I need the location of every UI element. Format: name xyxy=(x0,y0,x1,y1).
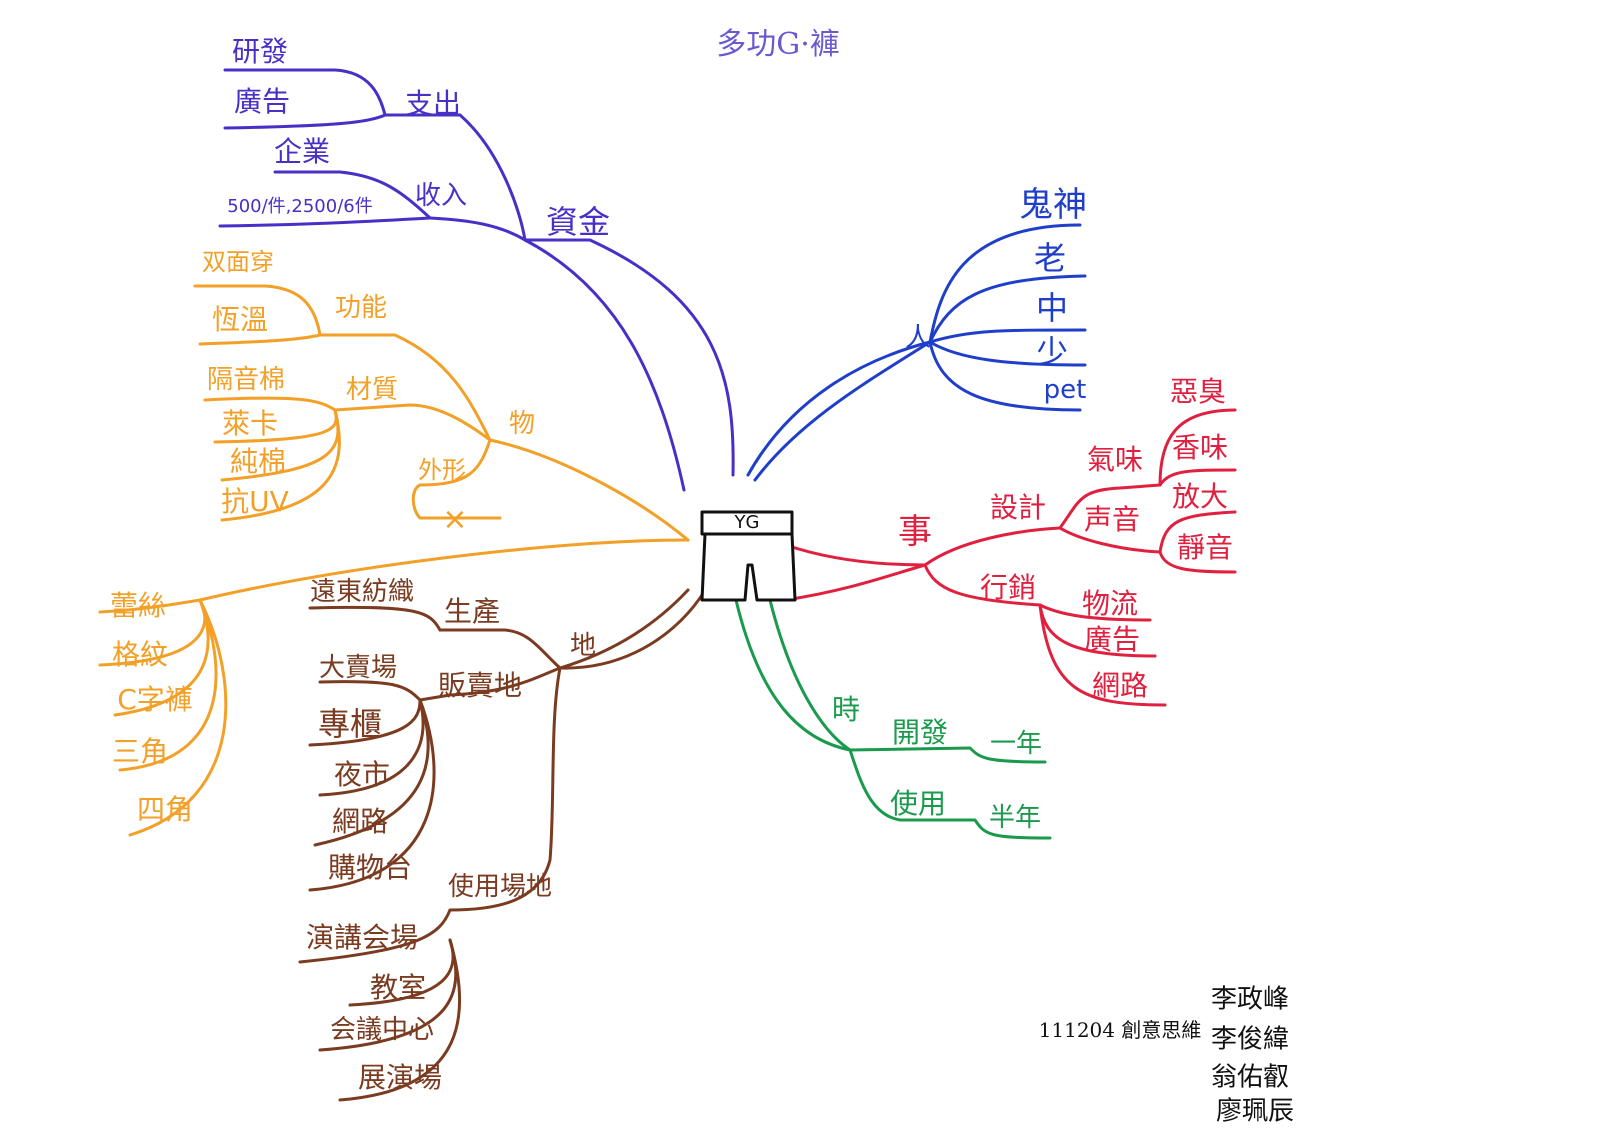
map-title: 多功G·褲 xyxy=(716,27,840,62)
material-cotton-label: 純棉 xyxy=(229,445,287,478)
material-soundproof-label: 隔音棉 xyxy=(206,365,286,395)
place-label: 地 xyxy=(569,631,597,661)
people-old-label: 老 xyxy=(1033,239,1067,277)
function-thermo-label: 恆溫 xyxy=(211,303,269,336)
usage-classroom-label: 教室 xyxy=(369,971,427,1004)
people-label: 人 xyxy=(904,323,932,353)
people-middle-label: 中 xyxy=(1035,289,1069,327)
sound-amplify-label: 放大 xyxy=(1171,480,1229,513)
shape-triangle-label: 三角 xyxy=(111,735,169,768)
shape-label: 外形 xyxy=(418,456,466,484)
sales-label: 販賣地 xyxy=(437,669,523,702)
smell-label: 氣味 xyxy=(1086,443,1144,476)
author-2: 李俊緯 xyxy=(1210,1024,1290,1055)
material-lycra-label: 萊卡 xyxy=(221,407,279,440)
author-4: 廖珮辰 xyxy=(1215,1096,1295,1127)
funds-label: 資金 xyxy=(545,203,611,241)
thing-branch-lines xyxy=(98,284,690,837)
marketing-ads-label: 廣告 xyxy=(1083,623,1141,656)
thing-label: 物 xyxy=(508,409,536,439)
function-label: 功能 xyxy=(334,293,388,323)
usage-conference-label: 会議中心 xyxy=(329,1015,435,1045)
smell-stink-label: 惡臭 xyxy=(1169,375,1227,408)
shorts-icon xyxy=(700,510,797,602)
sound-mute-label: 靜音 xyxy=(1176,531,1234,564)
production-label: 生產 xyxy=(443,595,501,628)
material-uv-label: 抗UV xyxy=(221,485,289,518)
expense-ads-label: 廣告 xyxy=(233,85,291,118)
sound-label: 声音 xyxy=(1083,503,1141,536)
smell-fragrant-label: 香味 xyxy=(1171,431,1229,464)
shape-lace-label: 蕾絲 xyxy=(109,589,167,622)
usage-duration-label: 半年 xyxy=(988,803,1042,833)
shape-cross-mark: × xyxy=(442,502,468,537)
author-1: 李政峰 xyxy=(1210,984,1290,1015)
event-label: 事 xyxy=(898,512,932,552)
sales-internet-label: 網路 xyxy=(331,805,389,838)
income-price-label: 500/件,2500/6件 xyxy=(227,196,373,217)
marketing-label: 行銷 xyxy=(979,571,1037,604)
expense-label: 支出 xyxy=(404,87,462,120)
author-3: 翁佑叡 xyxy=(1210,1062,1290,1093)
development-label: 開發 xyxy=(891,716,949,749)
event-branch-lines xyxy=(784,408,1237,707)
function-double-sided-label: 双面穿 xyxy=(202,248,274,276)
income-label: 收入 xyxy=(414,181,468,211)
waistband-text: YG xyxy=(734,512,760,533)
footer-date-label: 111204 創意思維 xyxy=(1038,1018,1202,1042)
usage-lecture-hall-label: 演講会場 xyxy=(305,921,419,954)
sales-counter-label: 專櫃 xyxy=(317,705,383,743)
shape-c-string-label: C字褲 xyxy=(117,683,193,716)
people-young-label: 少 xyxy=(1035,333,1069,371)
shape-boxer-label: 四角 xyxy=(136,793,194,826)
sales-shopping-channel-label: 購物台 xyxy=(327,851,413,884)
time-label: 時 xyxy=(831,693,861,726)
design-label: 設計 xyxy=(989,491,1047,524)
sales-night-market-label: 夜市 xyxy=(333,758,391,791)
usage-place-label: 使用場地 xyxy=(447,872,553,902)
shape-plaid-label: 格紋 xyxy=(111,638,169,671)
usage-label: 使用 xyxy=(889,787,947,820)
people-pet-label: pet xyxy=(1043,375,1087,405)
place-branch-lines xyxy=(298,588,706,1102)
income-enterprise-label: 企業 xyxy=(273,135,331,168)
funds-branch-lines xyxy=(218,68,735,492)
expense-rnd-label: 研發 xyxy=(231,35,289,68)
usage-exhibition-label: 展演場 xyxy=(357,1061,443,1094)
production-fareast-label: 遠東紡織 xyxy=(309,577,415,607)
people-branch-lines xyxy=(746,223,1087,482)
sales-hypermarket-label: 大賣場 xyxy=(318,653,398,683)
material-label: 材質 xyxy=(345,375,399,405)
marketing-logistics-label: 物流 xyxy=(1081,587,1139,620)
development-duration-label: 一年 xyxy=(989,729,1043,759)
people-ghost-label: 鬼神 xyxy=(1019,185,1087,225)
marketing-internet-label: 網路 xyxy=(1091,669,1149,702)
time-branch-lines xyxy=(734,598,1052,840)
